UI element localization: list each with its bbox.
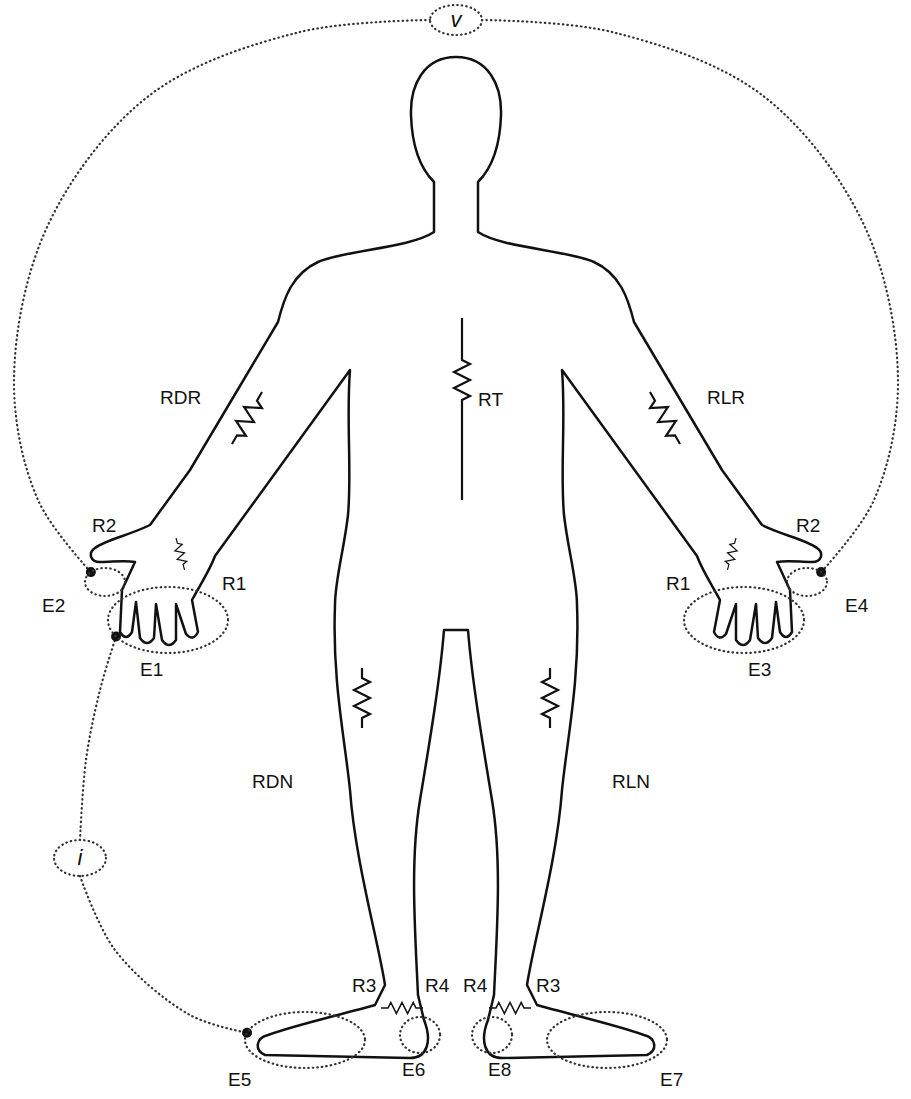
resistance-label: R3	[352, 976, 376, 995]
resistance-label: R2	[92, 516, 116, 535]
dotted-ellipse	[85, 568, 125, 596]
electrode-label: E7	[660, 1070, 683, 1089]
resistor-symbol	[354, 668, 370, 728]
electrode-ellipse: i	[52, 838, 108, 878]
resistance-label: R2	[796, 516, 820, 535]
electrode-label: E1	[140, 660, 163, 679]
resistor-symbol	[225, 388, 269, 448]
dotted-ellipse	[54, 840, 106, 876]
electrode-label: E8	[488, 1060, 511, 1079]
resistor-symbol	[381, 1002, 423, 1013]
dotted-wire	[482, 20, 898, 572]
body-outline	[91, 57, 456, 1058]
dotted-outline	[83, 566, 127, 598]
electrode-ellipse: E3	[682, 585, 806, 655]
electrode-ellipse: E8	[470, 1015, 514, 1055]
resistance-label: RLN	[612, 772, 650, 791]
resistance-label: R4	[425, 976, 449, 995]
dotted-wire	[14, 20, 430, 572]
resistance-label: RDN	[252, 772, 293, 791]
dotted-outline	[545, 1010, 669, 1070]
meter-symbol: i	[78, 847, 83, 869]
electrode-label: E5	[228, 1070, 251, 1089]
dotted-outline	[682, 585, 806, 655]
resistance-label: RLR	[707, 388, 745, 407]
electrode-ellipse: E2	[83, 566, 127, 598]
dotted-ellipse	[245, 1012, 365, 1068]
electrode-label: E3	[748, 660, 771, 679]
dotted-wire	[80, 637, 116, 841]
dotted-ellipse	[108, 587, 228, 653]
electrode-ellipse: v	[428, 3, 484, 37]
resistance-label: RT	[478, 390, 503, 409]
body-half	[91, 57, 456, 1058]
dotted-ellipse	[684, 587, 804, 653]
dotted-ellipse	[430, 5, 482, 35]
resistance-label: R3	[536, 976, 560, 995]
electrode-ellipse: E7	[545, 1010, 669, 1070]
dotted-ellipse	[472, 1017, 512, 1053]
electrode-label: E4	[845, 596, 868, 615]
resistance-label: R1	[666, 574, 690, 593]
dotted-outline	[785, 566, 829, 598]
electrode-ellipse: E4	[785, 566, 829, 598]
electrode-label: E2	[42, 596, 65, 615]
dotted-ellipse	[547, 1012, 667, 1068]
meter-symbol: v	[451, 9, 462, 31]
torso-line	[461, 410, 463, 500]
resistor-symbol	[454, 350, 470, 410]
torso-line	[461, 318, 463, 350]
electrode-ellipse: E6	[398, 1015, 442, 1055]
electrode-ellipse: E5	[243, 1010, 367, 1070]
dotted-outline	[398, 1015, 442, 1055]
dotted-ellipse	[400, 1017, 440, 1053]
dotted-ellipse	[787, 568, 827, 596]
body-half	[456, 57, 821, 1058]
resistance-label: RDR	[160, 388, 201, 407]
dotted-outline	[243, 1010, 367, 1070]
dotted-outline	[470, 1015, 514, 1055]
electrode-ellipse: E1	[106, 585, 230, 655]
dotted-outline	[106, 585, 230, 655]
resistance-label: R1	[222, 574, 246, 593]
dotted-wire	[80, 876, 247, 1033]
electrode-label: E6	[402, 1060, 425, 1079]
resistance-label: R4	[463, 976, 487, 995]
resistor-symbol	[172, 537, 189, 571]
